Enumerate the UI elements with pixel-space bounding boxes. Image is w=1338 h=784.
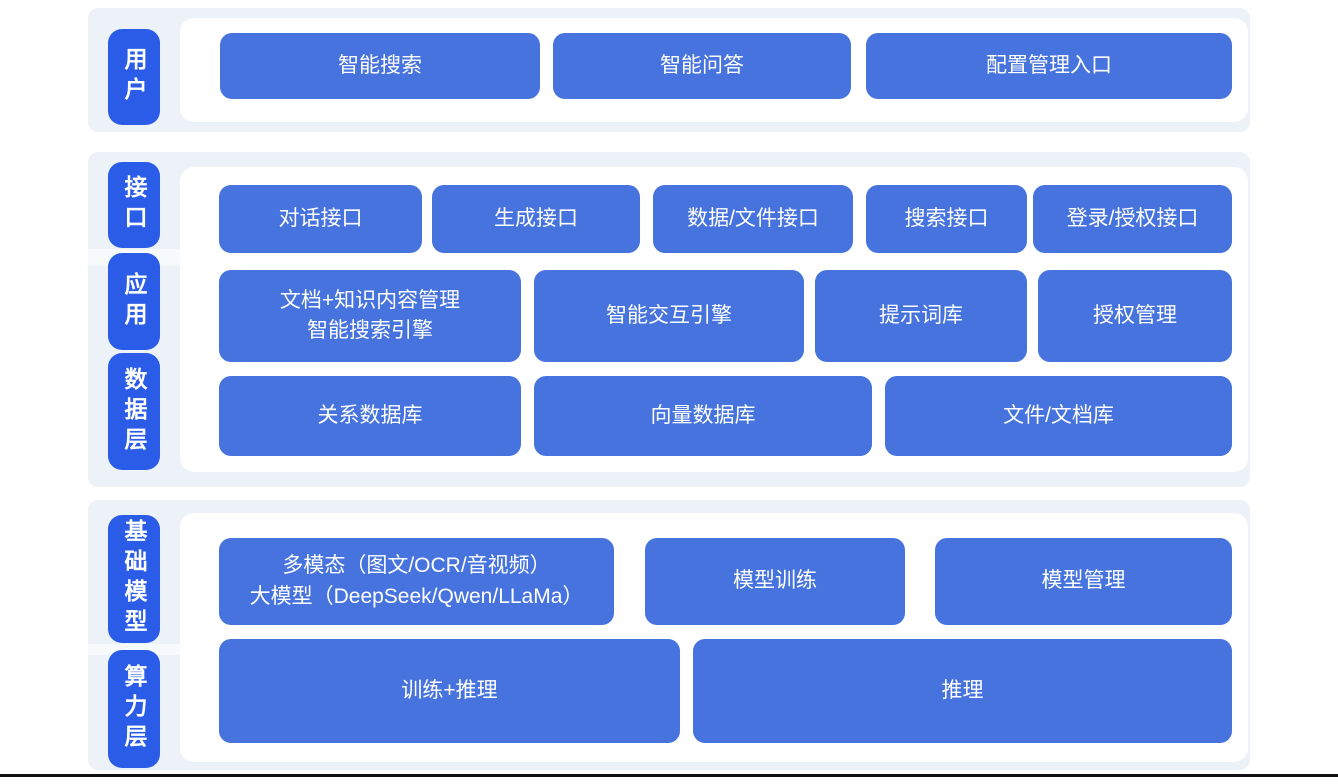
box-data-file-api: 数据/文件接口 xyxy=(653,185,853,253)
layer-label-interface-text: 接口 xyxy=(121,175,147,235)
layer-label-data-text: 数据层 xyxy=(121,366,147,457)
box-intelligent-interaction-engine: 智能交互引擎 xyxy=(534,270,804,362)
box-model-training: 模型训练 xyxy=(645,538,905,625)
layer-label-interface: 接口 xyxy=(108,162,160,248)
layer-label-foundation-model: 基础模型 xyxy=(108,515,160,643)
layer-label-user-text: 用户 xyxy=(121,47,147,107)
band-divider xyxy=(88,644,180,655)
layer-label-application: 应用 xyxy=(108,253,160,350)
box-vector-database: 向量数据库 xyxy=(534,376,872,456)
box-intelligent-qa: 智能问答 xyxy=(553,33,851,99)
box-prompt-library: 提示词库 xyxy=(815,270,1027,362)
box-authorization-management: 授权管理 xyxy=(1038,270,1232,362)
box-search-api: 搜索接口 xyxy=(866,185,1027,253)
box-intelligent-search: 智能搜索 xyxy=(220,33,540,99)
box-model-management: 模型管理 xyxy=(935,538,1232,625)
layer-label-application-text: 应用 xyxy=(121,271,147,332)
layer-label-compute-text: 算力层 xyxy=(121,664,147,754)
bottom-rule xyxy=(0,774,1338,777)
box-generation-api: 生成接口 xyxy=(432,185,640,253)
layer-label-data: 数据层 xyxy=(108,353,160,470)
box-relational-database: 关系数据库 xyxy=(219,376,521,456)
box-login-auth-api: 登录/授权接口 xyxy=(1033,185,1232,253)
box-training-inference: 训练+推理 xyxy=(219,639,680,743)
box-multimodal-llm: 多模态（图文/OCR/音视频） 大模型（DeepSeek/Qwen/LLaMa） xyxy=(219,538,614,625)
box-dialog-api: 对话接口 xyxy=(219,185,422,253)
layer-label-foundation-model-text: 基础模型 xyxy=(121,519,147,639)
box-doc-knowledge-management: 文档+知识内容管理 智能搜索引擎 xyxy=(219,270,521,362)
layer-label-compute: 算力层 xyxy=(108,650,160,768)
box-config-management-entry: 配置管理入口 xyxy=(866,33,1232,99)
layer-label-user: 用户 xyxy=(108,29,160,125)
box-file-document-store: 文件/文档库 xyxy=(885,376,1232,456)
box-inference: 推理 xyxy=(693,639,1232,743)
